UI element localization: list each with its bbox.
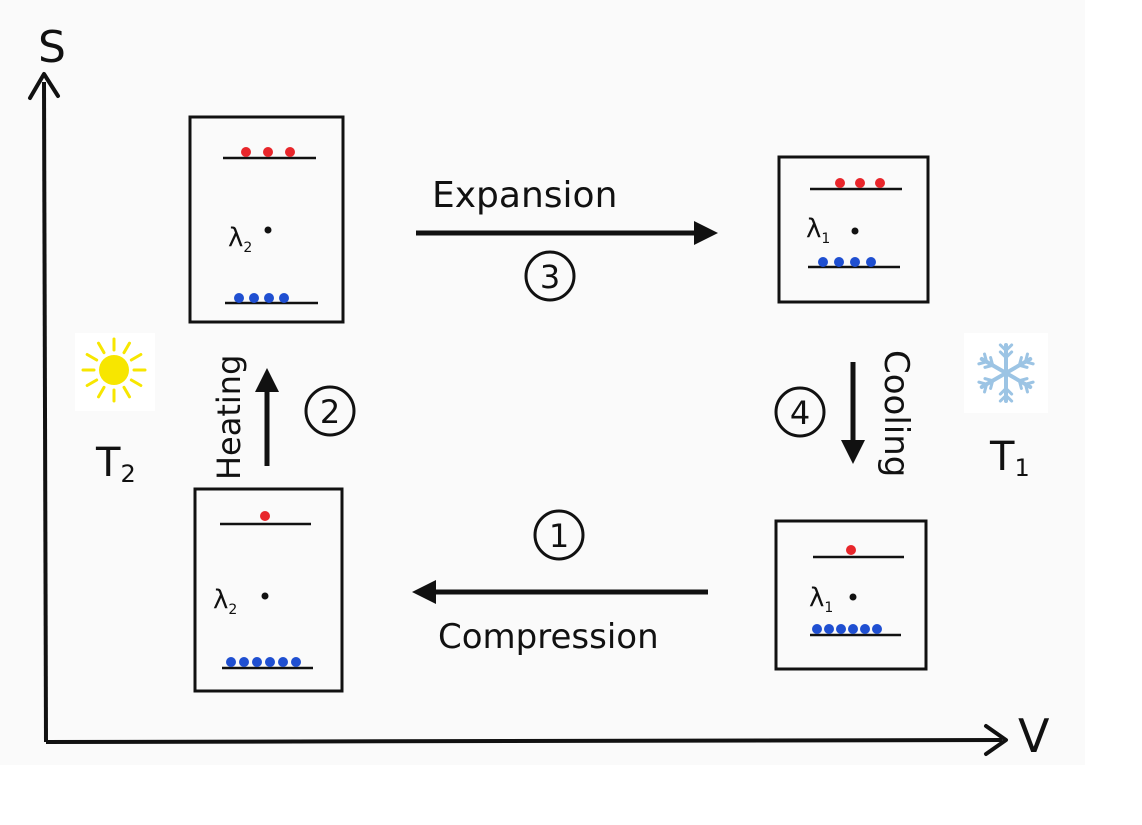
snowflake-branch (989, 356, 995, 367)
sun-icon (75, 333, 155, 411)
snowflake-branch (998, 393, 1008, 403)
lower-dots (234, 293, 289, 303)
red-dot (241, 147, 251, 157)
step-2-label: Heating (210, 355, 248, 480)
red-dot (263, 147, 273, 157)
blue-dot (278, 657, 288, 667)
box-bottom-right: λ1 (774, 519, 928, 671)
red-dot (875, 178, 885, 188)
snowflake-branch (1023, 382, 1029, 394)
snowflake-branch (1017, 363, 1029, 369)
svg-text:3: 3 (540, 258, 560, 296)
sun-ray (122, 341, 131, 355)
blue-dot (850, 257, 860, 267)
step-3-arrow (416, 221, 718, 245)
blue-dot (812, 624, 822, 634)
blue-dot (291, 657, 301, 667)
y-axis (28, 72, 60, 743)
box-top-right: λ1 (777, 155, 930, 304)
blue-dot (249, 293, 259, 303)
step-1-number: 1 (533, 509, 585, 561)
red-dot (285, 147, 295, 157)
step-4-arrow (841, 362, 865, 464)
upper-dots (846, 545, 856, 555)
sun-ray (122, 385, 131, 399)
blue-dot (234, 293, 244, 303)
sun-ray (85, 353, 99, 362)
step-3-number: 3 (524, 250, 576, 302)
sun-ray (97, 385, 106, 399)
center-dot (849, 593, 857, 601)
blue-dot (860, 624, 870, 634)
sun-ray (129, 378, 143, 387)
blue-dot (239, 657, 249, 667)
blue-dot (226, 657, 236, 667)
lower-dots (818, 257, 876, 267)
snowflake-branch (983, 377, 995, 383)
step-1-arrow (412, 580, 708, 604)
red-dot (260, 511, 270, 521)
box-bottom-left: λ2 (193, 487, 344, 693)
svg-text:2: 2 (320, 393, 340, 431)
x-axis-label: V (1018, 709, 1050, 763)
blue-dot (818, 257, 828, 267)
snowflake-icon (964, 333, 1048, 413)
center-dot (261, 592, 269, 600)
center-dot (264, 226, 272, 234)
step-1-label: Compression (438, 617, 659, 657)
blue-dot (824, 624, 834, 634)
lower-dots (812, 624, 882, 634)
blue-dot (872, 624, 882, 634)
step-4-label: Cooling (876, 350, 916, 477)
red-dot (835, 178, 845, 188)
lower-dots (226, 657, 301, 667)
snowflake-branch (977, 380, 989, 386)
lambda-label: λ2 (213, 585, 237, 618)
lambda-label: λ1 (806, 214, 830, 247)
x-axis (45, 724, 1008, 756)
box-top-left: λ2 (188, 115, 345, 324)
red-dot (846, 545, 856, 555)
sun-ray (97, 341, 106, 355)
blue-dot (279, 293, 289, 303)
blue-dot (866, 257, 876, 267)
step-2-arrow (255, 368, 279, 466)
upper-dots (260, 511, 270, 521)
sun-ray (129, 353, 143, 362)
blue-dot (265, 657, 275, 667)
snowflake-branch (1004, 350, 1014, 360)
snowflake-branch (1004, 343, 1014, 353)
snowflake-branch (998, 386, 1008, 396)
upper-dots (835, 178, 885, 188)
lambda-label: λ1 (809, 583, 833, 616)
blue-dot (848, 624, 858, 634)
y-axis-label: S (38, 22, 66, 73)
red-dot (855, 178, 865, 188)
svg-text:1: 1 (549, 517, 569, 555)
blue-dot (252, 657, 262, 667)
step-2-number: 2 (304, 385, 356, 437)
step-3-label: Expansion (432, 175, 617, 216)
temperature-cold-label: T1 (989, 434, 1030, 482)
lambda-label: λ2 (228, 223, 252, 256)
blue-dot (834, 257, 844, 267)
blue-dot (836, 624, 846, 634)
upper-dots (241, 147, 295, 157)
step-4-number: 4 (774, 386, 826, 438)
snowflake-branch (1017, 379, 1023, 390)
sun-ray (85, 378, 99, 387)
temperature-hot-label: T2 (95, 440, 136, 488)
center-dot (851, 227, 859, 235)
snowflake-branch (1023, 360, 1035, 366)
blue-dot (264, 293, 274, 303)
svg-text:4: 4 (790, 394, 810, 432)
snowflake-branch (983, 352, 989, 364)
